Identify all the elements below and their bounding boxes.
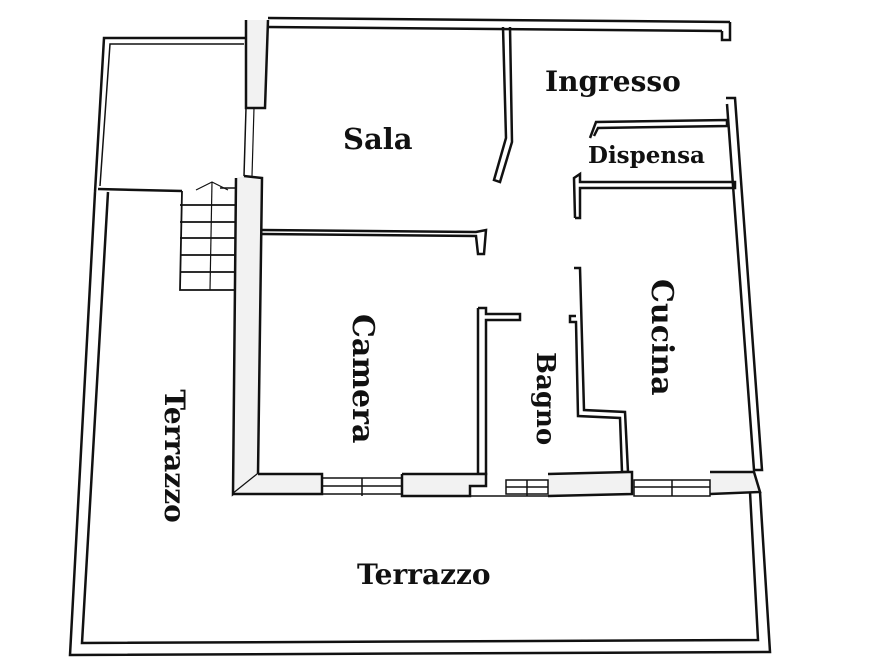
camera-window <box>321 477 403 496</box>
stair-icon <box>179 181 242 291</box>
room-label-ingresso: Ingresso <box>545 65 681 98</box>
left-main-wall <box>231 19 270 497</box>
top-wall <box>267 16 732 42</box>
room-label-terrazzo-left: Terrazzo <box>158 389 191 523</box>
sala-camera-wall <box>261 228 488 256</box>
sala-ingresso-partition <box>492 26 514 184</box>
room-label-sala: Sala <box>343 122 413 156</box>
bottom-wall <box>233 470 762 498</box>
bagno-window <box>470 479 549 497</box>
room-label-bagno: Bagno <box>530 352 560 446</box>
dispensa-walls <box>572 118 737 220</box>
balcony-wall <box>93 36 245 193</box>
room-label-cucina: Cucina <box>644 279 679 396</box>
room-label-dispensa: Dispensa <box>588 142 705 169</box>
terrace-outer-wall <box>68 191 772 657</box>
room-label-terrazzo-bottom: Terrazzo <box>357 558 491 591</box>
camera-bagno-wall <box>476 306 522 476</box>
cucina-window <box>633 479 711 497</box>
room-label-camera: Camera <box>345 314 380 444</box>
right-wall <box>725 96 764 472</box>
bagno-cucina-wall <box>568 266 630 474</box>
